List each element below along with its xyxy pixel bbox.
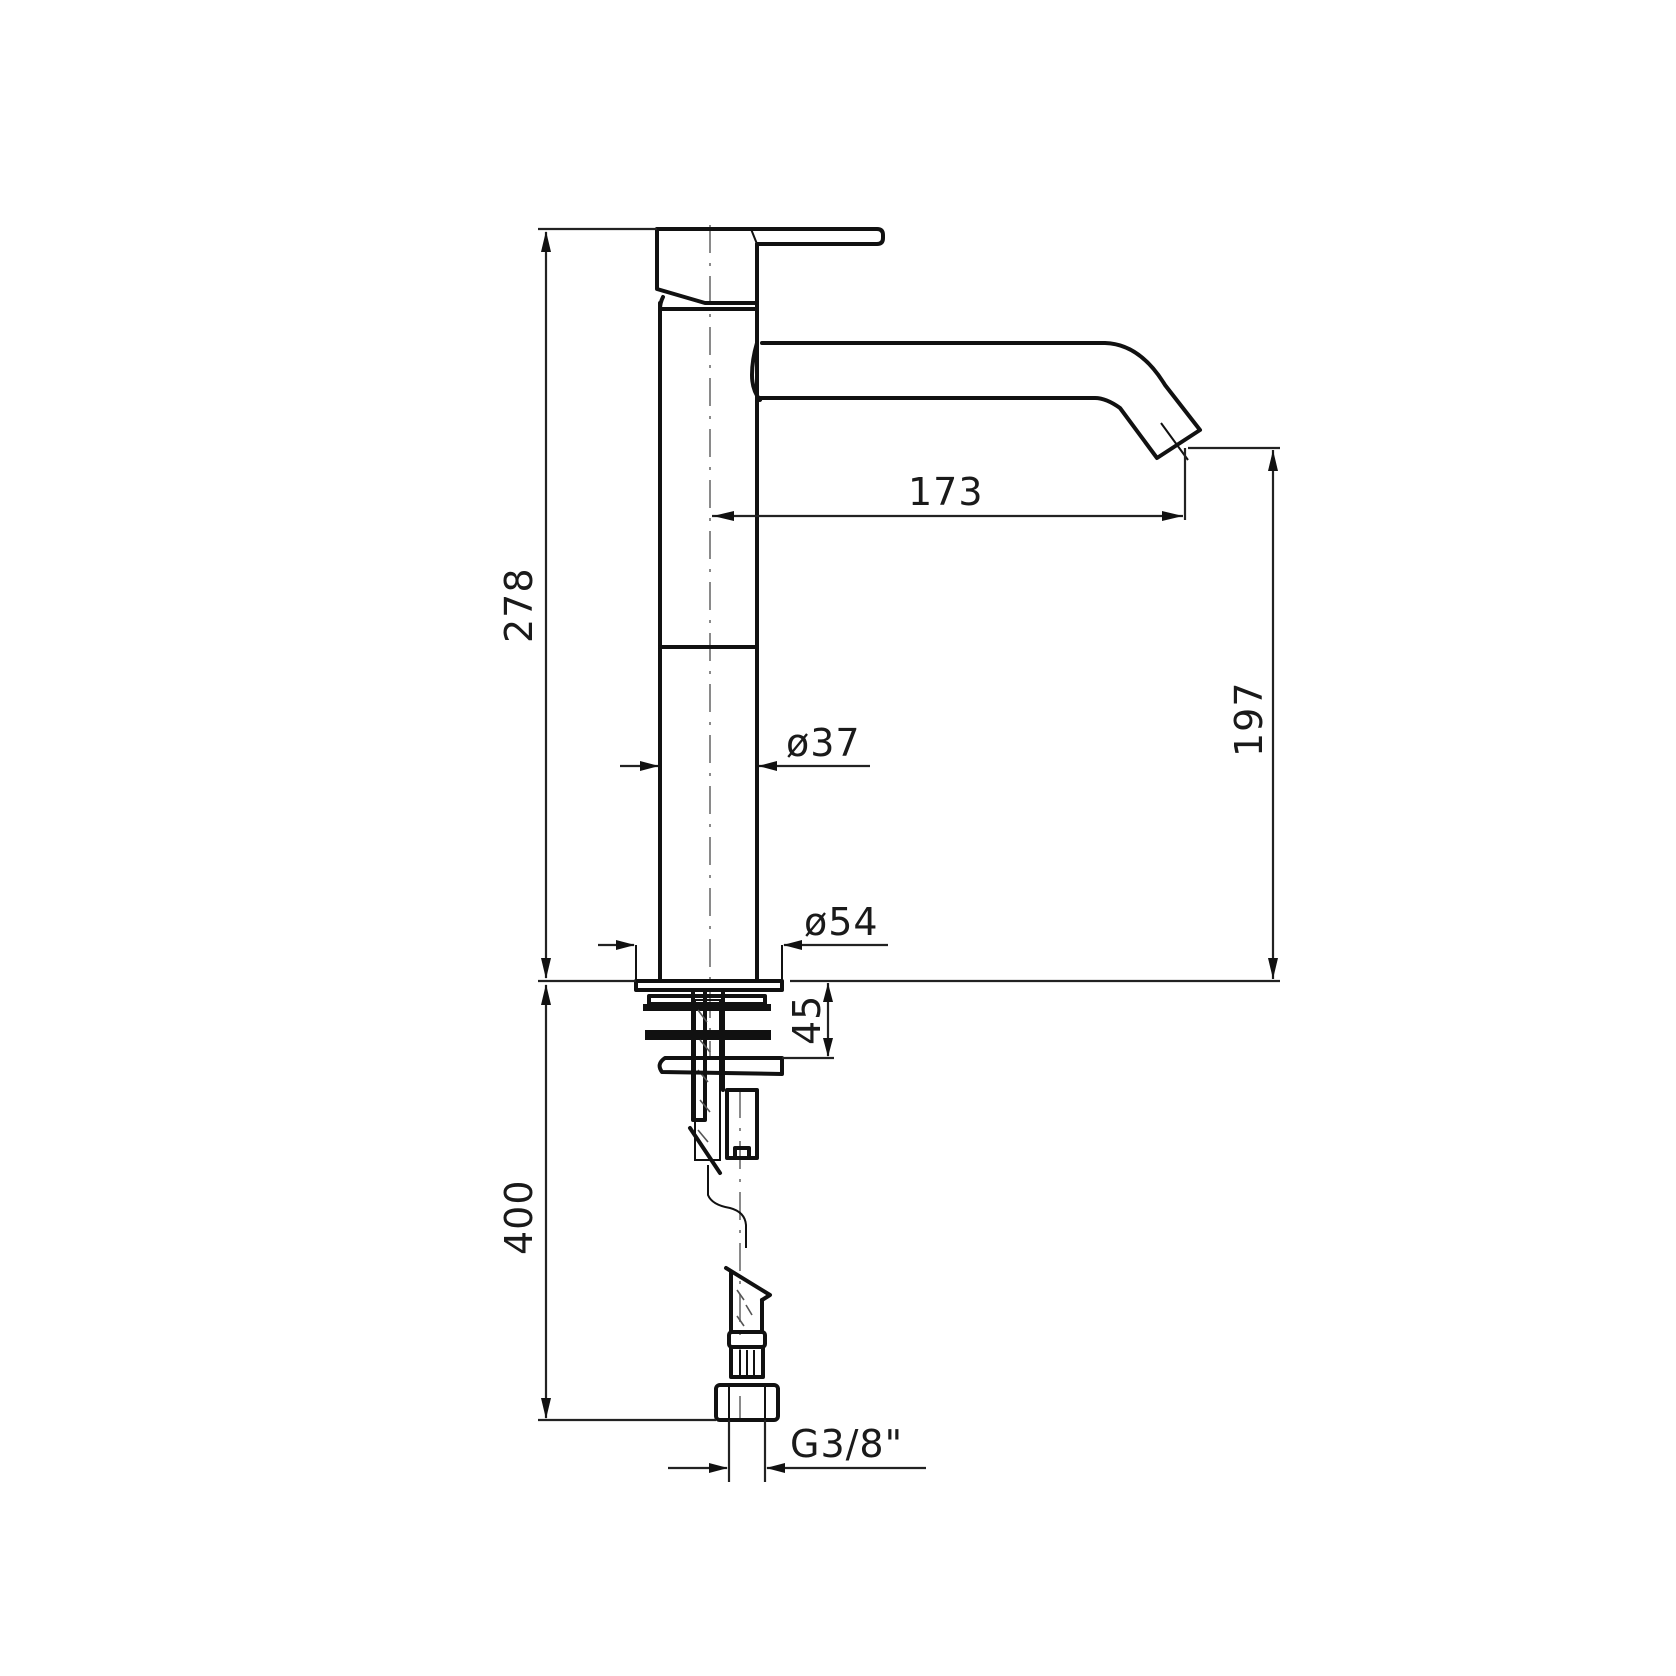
dim-spout-height: 197	[790, 446, 1280, 983]
dim-connection-thread: G3/8"	[668, 1420, 926, 1482]
dim-spout-reach: 173	[712, 448, 1187, 521]
dim-base-diameter: ø54	[598, 900, 888, 950]
dim-278-label: 278	[497, 567, 541, 643]
dim-body-diameter: ø37	[620, 721, 870, 771]
dim-ø54-label: ø54	[804, 900, 879, 944]
dim-173-label: 173	[908, 470, 984, 514]
dim-thread-label: G3/8"	[790, 1422, 903, 1466]
hose-break-line	[707, 1165, 747, 1248]
lever-handle	[655, 227, 885, 311]
dim-400-label: 400	[497, 1179, 541, 1255]
hose-fitting	[714, 1266, 780, 1422]
base-flange	[634, 945, 784, 992]
mixer-body	[658, 301, 759, 983]
spout	[750, 341, 1202, 461]
dim-ø37-label: ø37	[786, 721, 861, 765]
dim-deck-thickness: 45	[782, 983, 834, 1060]
mounting-kit	[643, 988, 784, 1175]
spout-outlet-mark	[1160, 422, 1189, 461]
dim-197-label: 197	[1227, 681, 1271, 757]
dim-overall-height: 278	[497, 227, 657, 983]
dim-45-label: 45	[785, 995, 829, 1045]
dim-hose-length: 400	[497, 984, 716, 1422]
